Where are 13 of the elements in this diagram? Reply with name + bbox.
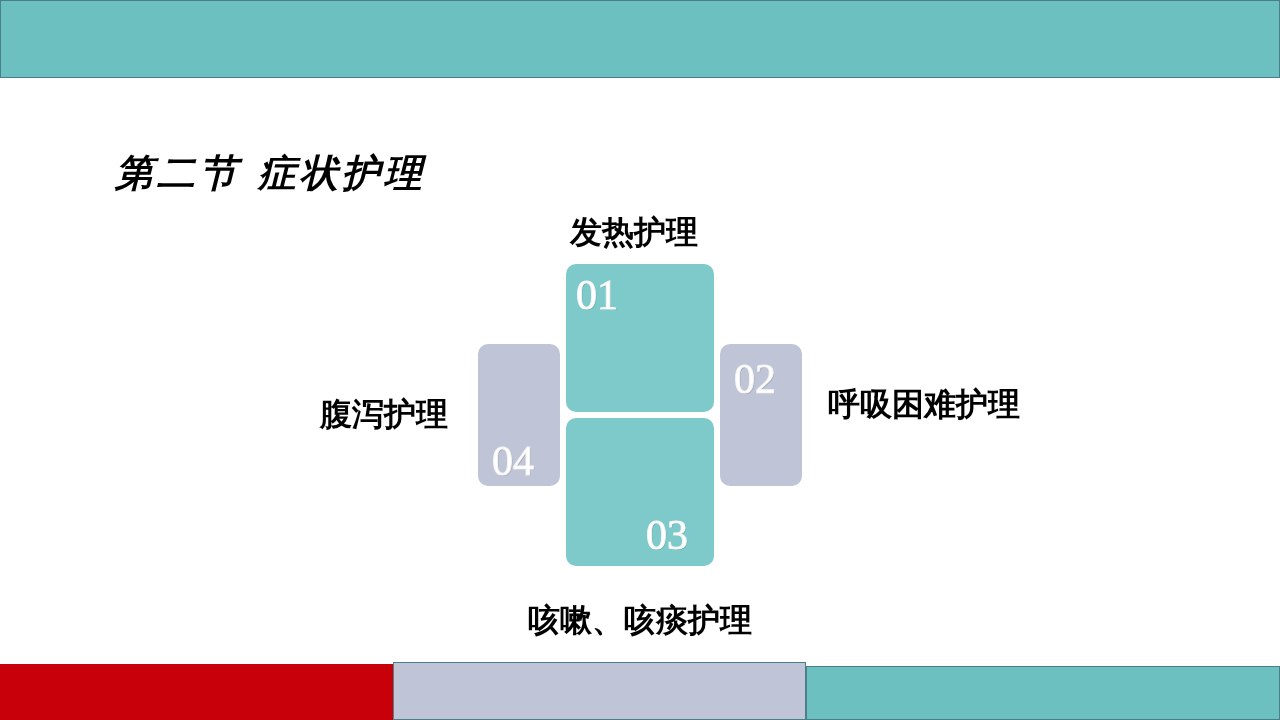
- slide-title: 第二节 症状护理: [115, 149, 427, 197]
- number-label: 01: [576, 274, 618, 316]
- number-label: 03: [646, 514, 688, 556]
- number-label: 04: [492, 440, 534, 482]
- tile-label: 腹泻护理: [320, 398, 448, 430]
- rounded-tile: [720, 344, 802, 486]
- number-label: 02: [734, 358, 776, 400]
- rounded-tile: [566, 418, 714, 566]
- tile-label: 呼吸困难护理: [828, 388, 1020, 420]
- rounded-tile: [566, 264, 714, 412]
- tile-label: 发热护理: [570, 216, 698, 248]
- tile-label: 咳嗽、咳痰护理: [528, 604, 752, 636]
- rounded-tile: [478, 344, 560, 486]
